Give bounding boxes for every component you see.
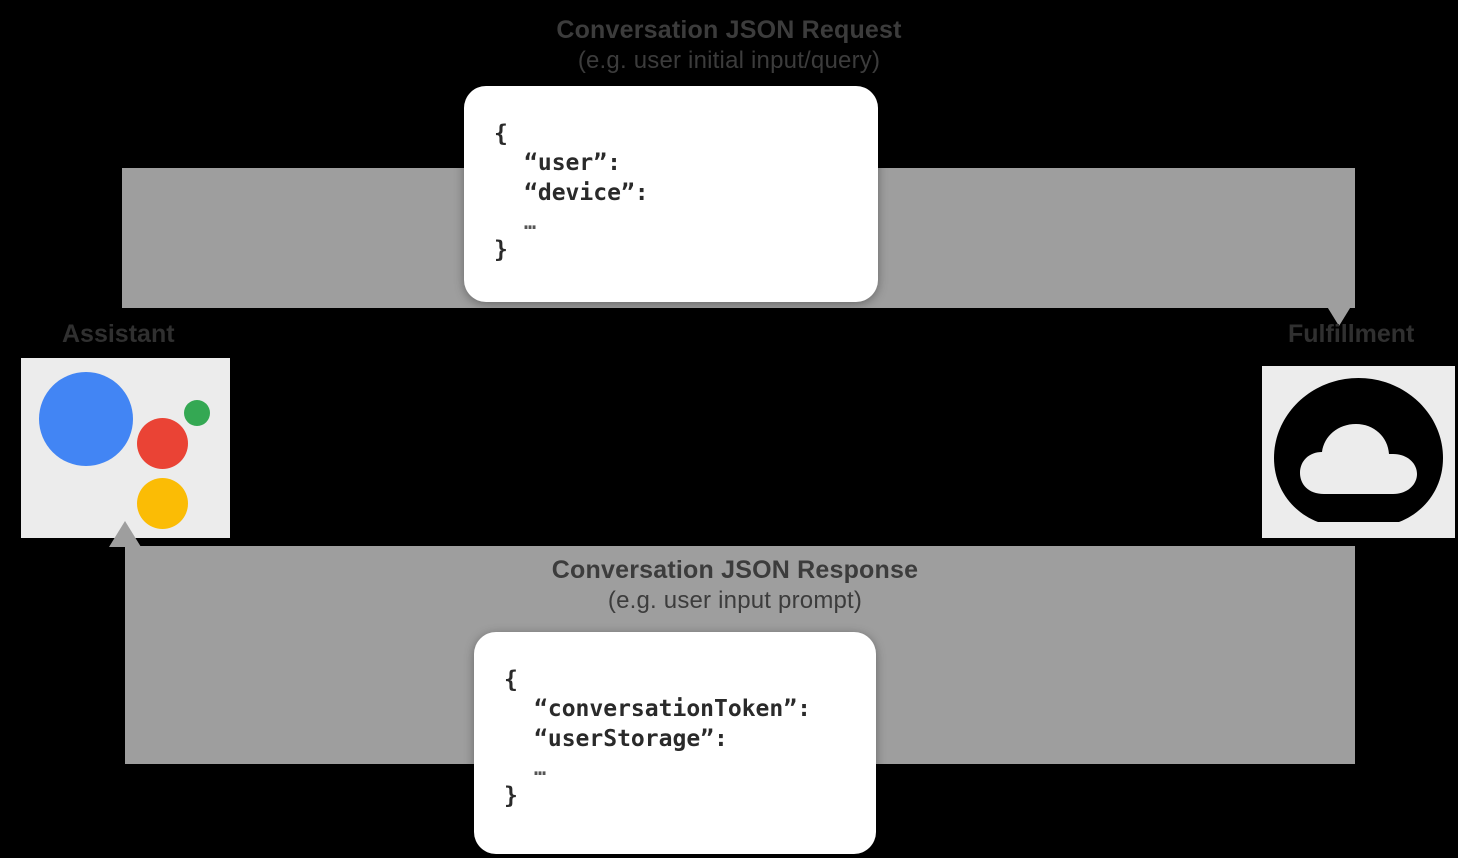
assistant-icon-tile — [21, 358, 230, 538]
request-json-key-user: “user”: — [524, 150, 621, 177]
response-subtitle: (e.g. user input prompt) — [607, 587, 863, 614]
request-json-open-brace: { — [494, 121, 508, 147]
fulfillment-label: Fulfillment — [1288, 320, 1415, 348]
response-json-card: { “conversationToken”: “userStorage”: … … — [474, 632, 876, 854]
response-json-key-conversationtoken: “conversationToken”: — [534, 696, 811, 723]
response-arrow-head-icon — [109, 521, 141, 547]
yellow-dot — [137, 478, 188, 529]
fulfillment-icon-tile — [1262, 366, 1455, 538]
request-json-ellipsis: … — [524, 210, 537, 235]
response-json-key-userstorage: “userStorage”: — [534, 725, 728, 752]
request-title: Conversation JSON Request — [556, 16, 902, 44]
google-assistant-logo — [21, 358, 230, 538]
response-json-open-brace: { — [504, 667, 518, 693]
request-caption: Conversation JSON Request (e.g. user ini… — [379, 14, 1079, 77]
green-dot — [184, 400, 210, 426]
red-dot — [137, 418, 188, 469]
response-json-close-brace: } — [504, 783, 518, 810]
assistant-label: Assistant — [62, 320, 175, 348]
request-arrow-head-icon — [1323, 300, 1355, 326]
response-caption: Conversation JSON Response (e.g. user in… — [385, 554, 1085, 617]
response-title: Conversation JSON Response — [551, 556, 919, 584]
request-json-key-device: “device”: — [524, 179, 649, 206]
request-json-card: { “user”: “device”: … } — [464, 86, 878, 302]
cloud-icon — [1274, 378, 1443, 522]
request-subtitle: (e.g. user initial input/query) — [577, 47, 881, 74]
blue-dot — [39, 372, 133, 466]
request-json-close-brace: } — [494, 237, 508, 264]
response-json-ellipsis: … — [534, 756, 547, 781]
